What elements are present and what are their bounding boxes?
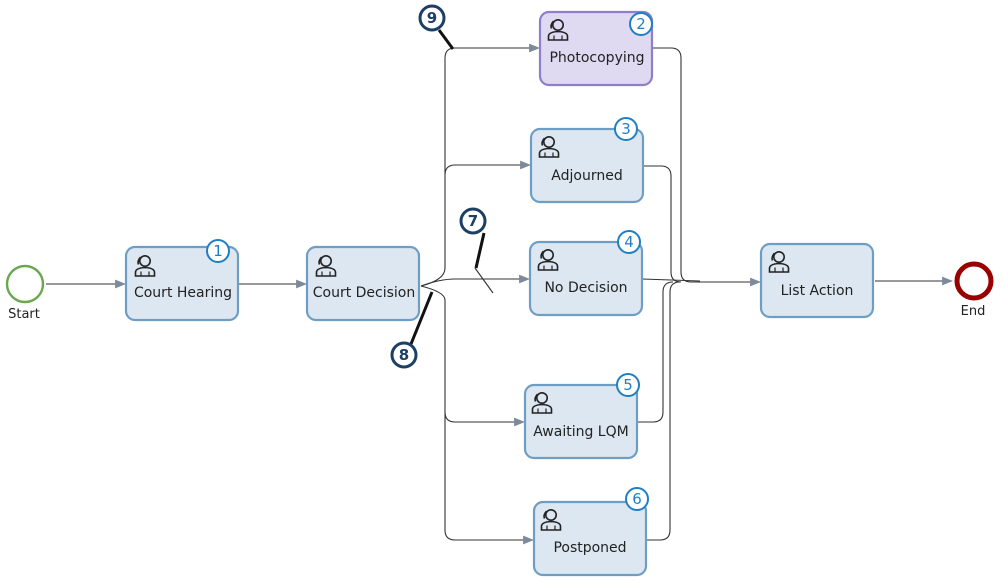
end-event[interactable]: End xyxy=(954,261,994,319)
svg-text:6: 6 xyxy=(632,490,642,508)
number-marker-5: 5 xyxy=(616,373,640,397)
number-marker-6: 6 xyxy=(625,487,649,511)
default-flow-marker xyxy=(474,267,494,294)
flow-to-awaiting-lqm[interactable] xyxy=(420,285,526,427)
task-adjourned[interactable]: Adjourned xyxy=(529,127,645,204)
svg-text:3: 3 xyxy=(621,120,631,138)
flow-photocopying-to-list-action[interactable] xyxy=(653,47,762,287)
task-court-hearing[interactable]: Court Hearing xyxy=(124,245,240,322)
svg-text:7: 7 xyxy=(468,212,478,230)
task-label: Awaiting LQM xyxy=(533,424,628,440)
number-marker-4: 4 xyxy=(617,230,641,254)
flow-postponed-to-list-action[interactable] xyxy=(647,281,681,541)
callout-marker-7: 7 xyxy=(459,207,487,235)
task-photocopying[interactable]: Photocopying xyxy=(538,10,654,87)
task-awaiting-lqm[interactable]: Awaiting LQM xyxy=(523,383,639,460)
flow-lqm-to-list-action[interactable] xyxy=(638,281,674,423)
task-label: No Decision xyxy=(544,280,627,296)
task-court-decision[interactable]: Court Decision xyxy=(305,245,421,322)
number-marker-1: 1 xyxy=(206,239,230,263)
flow-to-no-decision[interactable] xyxy=(420,274,531,287)
task-list-action[interactable]: List Action xyxy=(759,242,875,319)
svg-text:2: 2 xyxy=(636,15,646,33)
task-no-decision[interactable]: No Decision xyxy=(528,240,644,317)
svg-text:5: 5 xyxy=(623,376,633,394)
callout-7-leader xyxy=(474,232,486,269)
flow-to-adjourned[interactable] xyxy=(444,160,532,176)
task-label: Postponed xyxy=(553,540,626,556)
number-marker-3: 3 xyxy=(614,117,638,141)
svg-text:8: 8 xyxy=(399,346,409,364)
svg-text:9: 9 xyxy=(427,9,437,27)
svg-text:1: 1 xyxy=(213,242,223,260)
callout-8-leader xyxy=(409,291,434,345)
callout-marker-8: 8 xyxy=(390,341,418,369)
start-event-label: Start xyxy=(8,307,40,322)
callout-marker-9: 9 xyxy=(418,4,446,32)
callout-9-leader xyxy=(437,29,455,50)
flow-to-postponed[interactable] xyxy=(444,412,535,545)
start-event[interactable]: Start xyxy=(5,264,45,322)
flow-adjourned-to-list-action[interactable] xyxy=(644,165,682,283)
sequence-flows xyxy=(46,43,954,545)
task-label: Court Decision xyxy=(313,285,416,301)
end-event-label: End xyxy=(961,304,986,319)
flow-no-decision-to-list-action[interactable] xyxy=(641,278,701,282)
task-label: List Action xyxy=(781,283,854,299)
task-label: Court Hearing xyxy=(134,285,232,301)
number-marker-2: 2 xyxy=(629,12,653,36)
task-label: Adjourned xyxy=(551,168,622,184)
svg-text:4: 4 xyxy=(624,233,634,251)
task-label: Photocopying xyxy=(549,50,644,66)
task-postponed[interactable]: Postponed xyxy=(532,500,648,577)
